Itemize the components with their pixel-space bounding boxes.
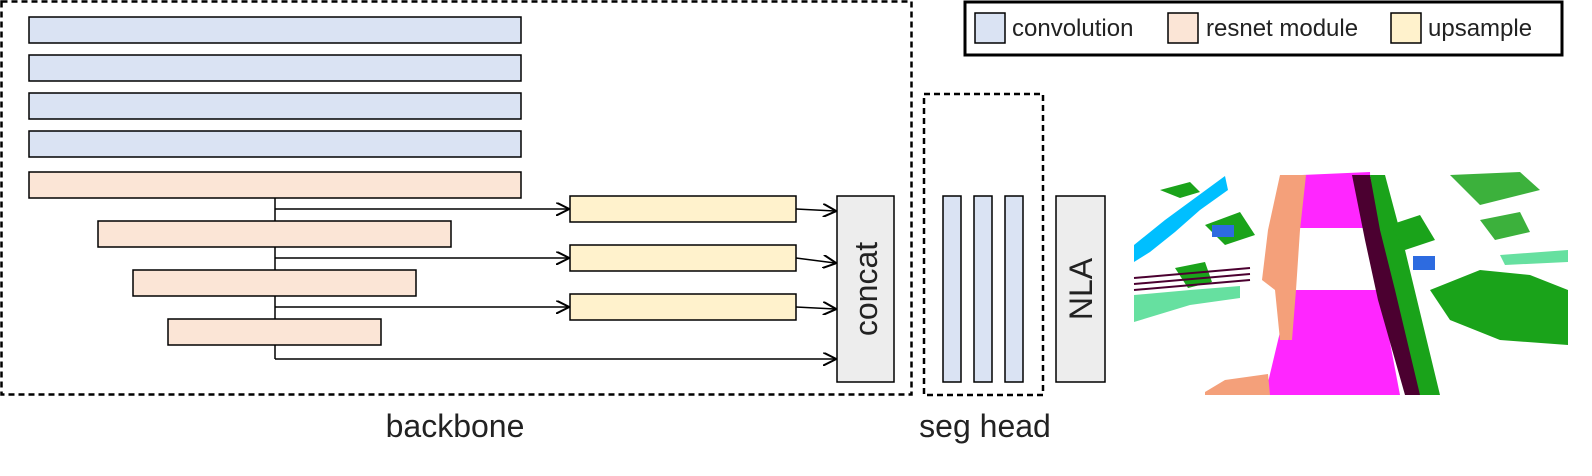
segmentation-output-image (1133, 172, 1568, 395)
legend: convolution resnet module upsample (963, 0, 1564, 57)
resnet-block-3 (132, 269, 417, 297)
conv-block-1 (28, 16, 522, 44)
conv-block-3 (28, 92, 522, 120)
seg-region-darkpurple-left (1133, 267, 1251, 291)
seg-conv-3 (1004, 195, 1024, 383)
legend-label-upsample: upsample (1428, 15, 1532, 42)
legend-swatch-resnet (1167, 12, 1199, 44)
seg-region-cyan (1134, 176, 1228, 262)
resnet-block-4 (167, 318, 382, 346)
seg-region-green-left (1160, 182, 1200, 198)
concat-block (836, 195, 895, 383)
seg-conv-2 (973, 195, 993, 383)
legend-swatch-upsample (1390, 12, 1422, 44)
seg-region-green-right (1370, 175, 1440, 395)
upsample-block-3 (569, 293, 797, 321)
concat-label: concat (848, 242, 884, 336)
seg-region-green-right2 (1430, 270, 1568, 345)
seg-region-mint-right (1500, 250, 1568, 265)
seg-region-orange-bottom (1205, 374, 1270, 395)
conv-block-2 (28, 54, 522, 82)
conv-block-4 (28, 130, 522, 158)
seg-region-green-right4 (1450, 172, 1540, 205)
backbone-group-border (0, 0, 913, 396)
seg-region-green-left3 (1175, 262, 1212, 288)
legend-swatch-convolution (974, 12, 1006, 44)
resnet-block-2 (97, 220, 452, 248)
seg-region-mint-left (1134, 286, 1240, 322)
seg-region-orange-strip (1262, 175, 1306, 340)
seg-region-darkpurple-right (1352, 175, 1425, 395)
seg-region-magenta-far (1300, 172, 1372, 228)
seg-conv-1 (942, 195, 962, 383)
seg-region-green-right3 (1390, 215, 1435, 250)
legend-border (963, 0, 1564, 57)
backbone-connectors (274, 198, 835, 359)
upsample-block-1 (569, 195, 797, 223)
backbone-label: backbone (386, 408, 525, 444)
legend-label-resnet: resnet module (1206, 15, 1358, 42)
seg-head-label: seg head (919, 408, 1051, 444)
resnet-block-1 (28, 171, 522, 199)
seg-region-blue-left (1212, 225, 1234, 237)
seg-region-magenta-near (1265, 290, 1400, 395)
nla-label: NLA (1063, 257, 1099, 320)
seg-region-green-right5 (1480, 212, 1530, 240)
seg-region-blue-right (1413, 256, 1435, 270)
nla-block (1055, 195, 1106, 383)
legend-label-convolution: convolution (1012, 15, 1133, 42)
upsample-block-2 (569, 244, 797, 272)
